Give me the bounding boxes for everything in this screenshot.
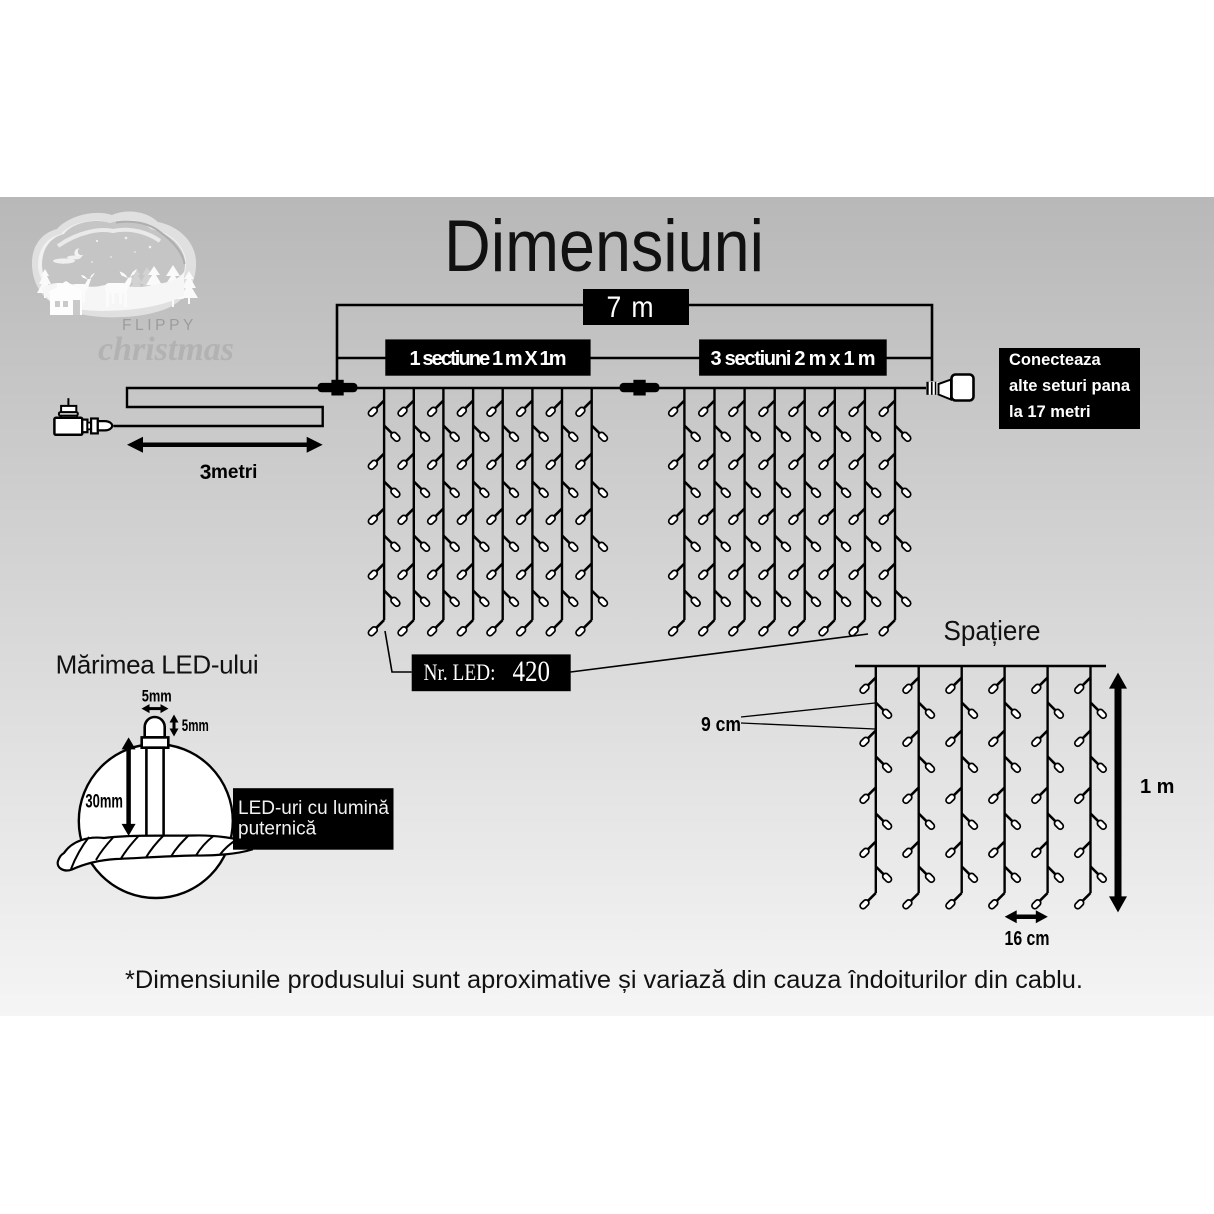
svg-text:1 m: 1 m <box>1140 776 1174 798</box>
svg-text:30mm: 30mm <box>85 792 123 813</box>
svg-text:5mm: 5mm <box>182 716 209 735</box>
svg-text:420: 420 <box>513 655 551 688</box>
svg-text:16 cm: 16 cm <box>1005 928 1050 950</box>
svg-text:LED-uri cu lumină: LED-uri cu lumină <box>238 798 389 819</box>
svg-text:7 m: 7 m <box>607 291 654 324</box>
svg-text:la 17 metri: la 17 metri <box>1009 403 1091 421</box>
svg-text:metri: metri <box>211 462 257 483</box>
svg-text:Conecteaza: Conecteaza <box>1009 351 1102 369</box>
svg-text:9 cm: 9 cm <box>701 714 741 736</box>
svg-text:*Dimensiunile produsului sunt: *Dimensiunile produsului sunt aproximati… <box>125 966 1083 994</box>
svg-text:Mărimea LED-ului: Mărimea LED-ului <box>56 650 259 680</box>
svg-text:puternică: puternică <box>238 819 317 840</box>
svg-text:Spațiere: Spațiere <box>944 615 1041 646</box>
svg-text:5mm: 5mm <box>142 686 172 705</box>
svg-text:Dimensiuni: Dimensiuni <box>444 206 764 287</box>
svg-text:Nr. LED:: Nr. LED: <box>424 660 496 686</box>
svg-text:3 sectiuni 2 m x 1 m: 3 sectiuni 2 m x 1 m <box>711 348 876 370</box>
svg-text:christmas: christmas <box>98 331 234 368</box>
svg-text:alte seturi pana: alte seturi pana <box>1009 377 1131 395</box>
svg-text:1 sectiune 1 m X 1m: 1 sectiune 1 m X 1m <box>410 348 567 370</box>
svg-text:FLIPPY: FLIPPY <box>122 317 197 334</box>
svg-text:3: 3 <box>200 461 212 484</box>
